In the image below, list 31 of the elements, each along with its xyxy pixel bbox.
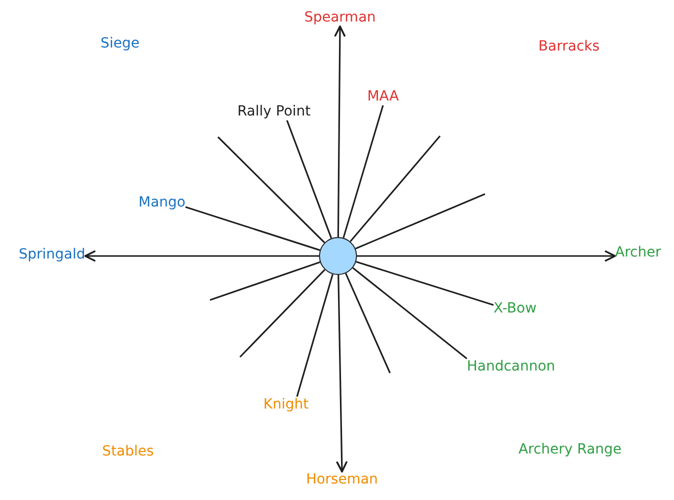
spoke-line	[352, 267, 468, 360]
unit-label: Archer	[615, 244, 661, 262]
unit-label: Spearman	[304, 10, 376, 26]
group-label: Barracks	[538, 38, 600, 56]
arrow	[84, 250, 319, 262]
unit-label: Rally Point	[237, 104, 311, 120]
unit-label: Horseman	[306, 472, 378, 488]
spoke-line	[185, 206, 320, 251]
spoke-line	[344, 273, 391, 374]
spoke-line	[356, 260, 494, 306]
spoke-line	[350, 135, 441, 242]
unit-label: Handcannon	[466, 358, 556, 376]
unit-label: X-Bow	[493, 300, 537, 318]
hub-circle	[319, 237, 357, 275]
spoke-line	[342, 105, 384, 238]
unit-label: MAA	[367, 88, 399, 106]
spoke-line	[296, 274, 334, 397]
group-label: Stables	[102, 444, 154, 460]
group-label: Siege	[100, 36, 140, 52]
spoke-line	[210, 261, 320, 301]
unit-label: Knight	[263, 396, 309, 414]
spoke-line	[239, 269, 326, 358]
arrow	[357, 250, 616, 262]
arrow	[334, 26, 346, 237]
spoke-line	[286, 120, 332, 238]
unit-label: Springald	[18, 246, 86, 264]
unit-label: Mango	[138, 194, 186, 212]
group-label: Archery Range	[518, 442, 622, 458]
spoke-line	[217, 136, 326, 244]
spoke-line	[355, 193, 486, 250]
arrow	[336, 274, 348, 472]
